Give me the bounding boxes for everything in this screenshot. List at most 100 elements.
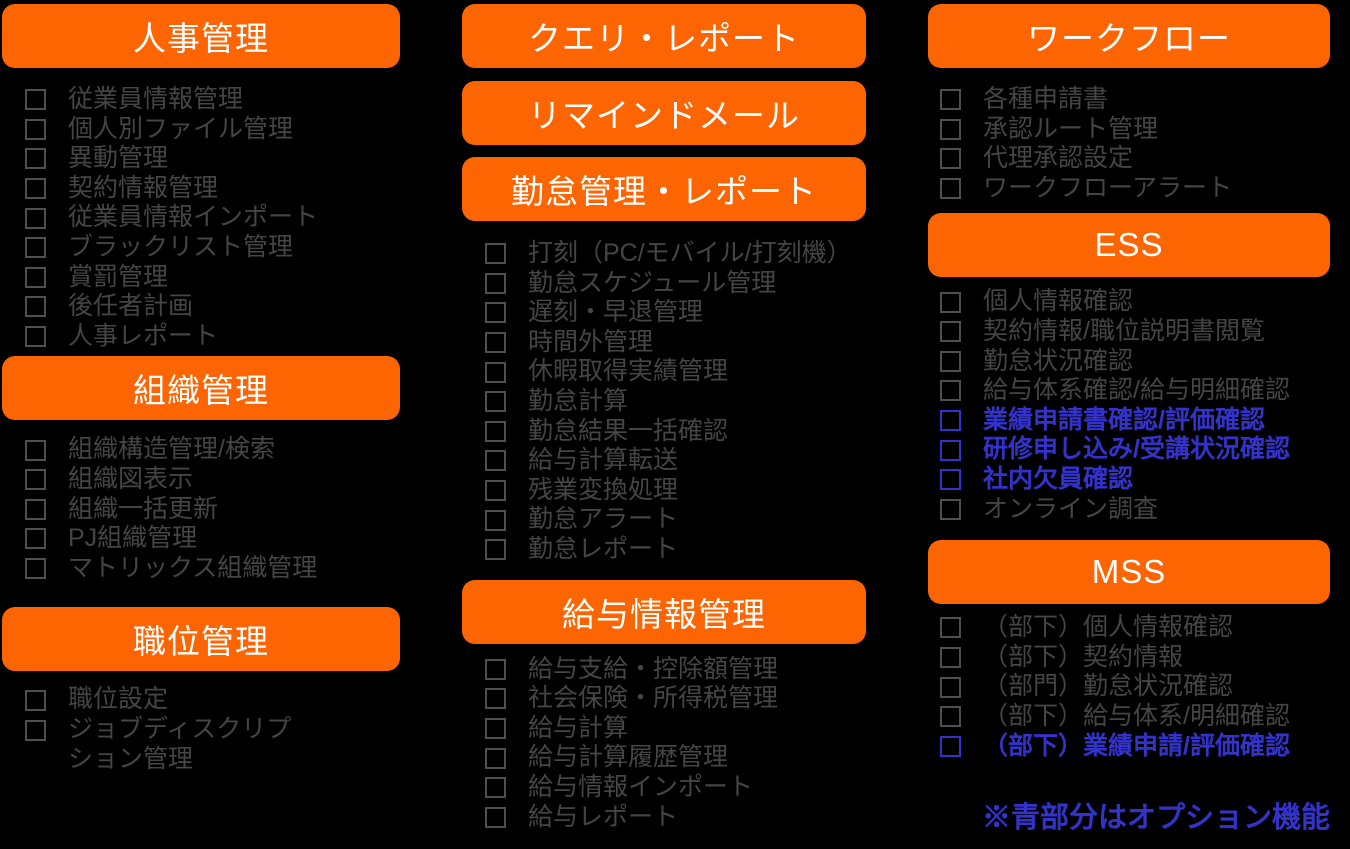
item-label: 社会保険・所得税管理 — [528, 684, 779, 713]
checkbox-icon — [25, 528, 46, 550]
right-column: ワークフロー 各種申請書 承認ルート管理 代理承認設定 ワークフローアラート E… — [928, 0, 1330, 836]
item-label: 賞罰管理 — [68, 262, 169, 291]
checkbox-icon — [25, 469, 46, 491]
list-item: 給与体系確認/給与明細確認 — [928, 376, 1330, 406]
header-workflow: ワークフロー — [928, 4, 1330, 68]
checkbox-icon — [940, 735, 961, 757]
header-attendance-report: 勤怠管理・レポート — [462, 157, 866, 221]
checkbox-icon — [940, 148, 961, 170]
item-label: 給与情報インポート — [528, 772, 754, 801]
list-item-option: （部下）業績申請/評価確認 — [928, 732, 1330, 762]
list-item: 勤怠レポート — [462, 535, 866, 565]
checkbox-icon — [940, 498, 961, 520]
checkbox-icon — [25, 178, 46, 200]
item-label: 従業員情報インポート — [68, 203, 319, 232]
list-item: 時間外管理 — [462, 328, 866, 358]
checkbox-icon — [25, 148, 46, 170]
list-item: 個人情報確認 — [928, 287, 1330, 317]
item-label: 残業変換処理 — [528, 475, 679, 504]
item-label: 研修申し込み/受講状況確認 — [983, 435, 1290, 464]
list-item: 勤怠結果一括確認 — [462, 417, 866, 447]
checkbox-icon — [940, 439, 961, 461]
item-label: 異動管理 — [68, 144, 169, 173]
checkbox-icon — [485, 718, 506, 740]
hr-management-list: 従業員情報管理 個人別ファイル管理 異動管理 契約情報管理 従業員情報インポート… — [2, 85, 400, 351]
checkbox-icon — [940, 178, 961, 200]
item-label: 給与計算履歴管理 — [528, 743, 729, 772]
checkbox-icon — [940, 89, 961, 111]
item-label: 業績申請書確認/評価確認 — [983, 405, 1265, 434]
item-label: 個人別ファイル管理 — [68, 114, 294, 143]
checkbox-icon — [940, 291, 961, 313]
item-label: 代理承認設定 — [983, 144, 1134, 173]
list-item: （部下）給与体系/明細確認 — [928, 702, 1330, 732]
list-item: 給与計算履歴管理 — [462, 743, 866, 773]
checkbox-icon — [25, 439, 46, 461]
checkbox-icon — [25, 296, 46, 318]
checkbox-icon — [940, 706, 961, 728]
checkbox-icon — [25, 89, 46, 111]
mss-list: （部下）個人情報確認 （部下）契約情報 （部門）勤怠状況確認 （部下）給与体系/… — [928, 613, 1330, 761]
list-item: ブラックリスト管理 — [2, 233, 400, 263]
item-label: 勤怠計算 — [528, 386, 629, 415]
list-item-option: 業績申請書確認/評価確認 — [928, 406, 1330, 436]
list-item-option: 研修申し込み/受講状況確認 — [928, 435, 1330, 465]
list-item: 各種申請書 — [928, 85, 1330, 115]
list-item: 契約情報/職位説明書閲覧 — [928, 317, 1330, 347]
list-item: 個人別ファイル管理 — [2, 115, 400, 145]
list-item-option: 社内欠員確認 — [928, 465, 1330, 495]
list-item: ジョブディスクリプション管理 — [2, 715, 400, 774]
header-org-management: 組織管理 — [2, 356, 400, 421]
checkbox-icon — [940, 350, 961, 372]
item-label: （部下）個人情報確認 — [983, 613, 1234, 642]
list-item: 組織構造管理/検索 — [2, 435, 400, 465]
item-label: オンライン調査 — [983, 494, 1159, 523]
checkbox-icon — [25, 498, 46, 520]
item-label: 勤怠状況確認 — [983, 346, 1134, 375]
checkbox-icon — [485, 243, 506, 265]
item-label: ブラックリスト管理 — [68, 232, 294, 261]
header-position-management: 職位管理 — [2, 607, 400, 672]
header-ess: ESS — [928, 213, 1330, 278]
list-item: 異動管理 — [2, 144, 400, 174]
item-label: 組織構造管理/検索 — [68, 435, 275, 464]
item-label: 職位設定 — [68, 685, 169, 714]
item-label: （部下）業績申請/評価確認 — [983, 731, 1290, 760]
checkbox-icon — [25, 118, 46, 140]
list-item: マトリックス組織管理 — [2, 554, 400, 584]
item-label: 給与体系確認/給与明細確認 — [983, 376, 1290, 405]
list-item: 勤怠計算 — [462, 387, 866, 417]
item-label: （部門）勤怠状況確認 — [983, 672, 1234, 701]
list-item: 打刻（PC/モバイル/打刻機） — [462, 239, 866, 269]
item-label: 勤怠スケジュール管理 — [528, 268, 777, 297]
list-item: 勤怠スケジュール管理 — [462, 269, 866, 299]
checkbox-icon — [940, 321, 961, 343]
list-item: 契約情報管理 — [2, 174, 400, 204]
checkbox-icon — [25, 689, 46, 711]
checkbox-icon — [485, 658, 506, 680]
option-note: ※青部分はオプション機能 — [981, 802, 1330, 835]
list-item: 給与レポート — [462, 803, 866, 833]
item-label: 従業員情報管理 — [68, 85, 244, 113]
checkbox-icon — [25, 558, 46, 580]
ess-list: 個人情報確認 契約情報/職位説明書閲覧 勤怠状況確認 給与体系確認/給与明細確認… — [928, 287, 1330, 524]
list-item: 残業変換処理 — [462, 476, 866, 506]
checkbox-icon — [25, 237, 46, 259]
checkbox-icon — [25, 266, 46, 288]
item-label: 組織図表示 — [68, 464, 194, 493]
org-management-list: 組織構造管理/検索 組織図表示 組織一括更新 PJ組織管理 マトリックス組織管理 — [2, 435, 400, 583]
position-management-list: 職位設定 ジョブディスクリプション管理 — [2, 685, 400, 774]
item-label: 給与支給・控除額管理 — [528, 654, 779, 683]
header-payroll-management: 給与情報管理 — [462, 579, 866, 644]
checkbox-icon — [940, 380, 961, 402]
checkbox-icon — [485, 688, 506, 710]
item-label: 個人情報確認 — [983, 287, 1134, 316]
list-item: 勤怠状況確認 — [928, 347, 1330, 377]
item-label: 契約情報管理 — [68, 173, 219, 202]
item-label: 承認ルート管理 — [983, 114, 1159, 143]
item-label: PJ組織管理 — [68, 524, 198, 553]
list-item: 社会保険・所得税管理 — [462, 684, 866, 714]
list-item: オンライン調査 — [928, 495, 1330, 525]
checkbox-icon — [485, 777, 506, 799]
item-label: 給与計算転送 — [528, 446, 679, 475]
